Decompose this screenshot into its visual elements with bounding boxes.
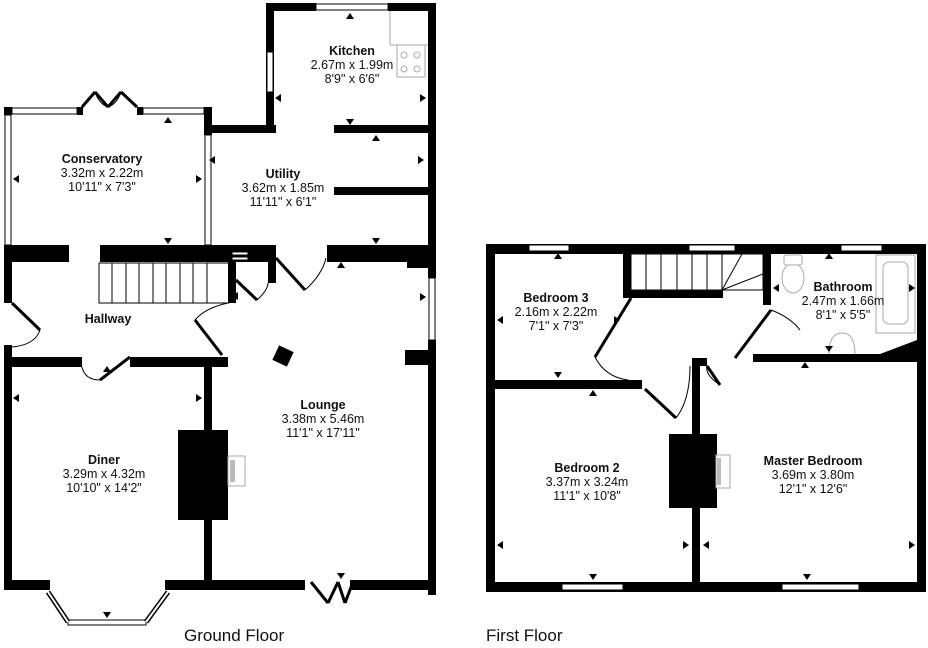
room-label-bathroom: Bathroom 2.47m x 1.66m 8'1" x 5'5"	[801, 280, 885, 322]
window	[528, 244, 570, 252]
room-label-conservatory: Conservatory 3.32m x 2.22m 10'11" x 7'3"	[60, 152, 144, 194]
window	[204, 134, 212, 246]
wall	[327, 245, 436, 262]
wall	[486, 244, 495, 590]
window	[67, 619, 147, 626]
wall	[4, 580, 50, 590]
window	[142, 107, 205, 115]
chimney-breast	[178, 430, 228, 520]
wall	[266, 3, 316, 11]
wall	[100, 245, 230, 262]
wall	[334, 125, 434, 133]
window	[11, 107, 78, 115]
wall	[77, 107, 83, 115]
room-label-bedroom-2: Bedroom 2 3.37m x 3.24m 11'1" x 10'8"	[545, 461, 629, 503]
room-label-utility: Utility 3.62m x 1.85m 11'11" x 6'1"	[241, 167, 325, 209]
wall	[388, 3, 436, 11]
room-label-kitchen: Kitchen 2.67m x 1.99m 8'9" x 6'6"	[310, 44, 394, 86]
wall	[204, 107, 212, 135]
room-label-bedroom-3: Bedroom 3 2.16m x 2.22m 7'1" x 7'3"	[514, 291, 598, 333]
window	[840, 244, 883, 252]
room-label-lounge: Lounge 3.38m x 5.46m 11'1" x 17'11"	[281, 398, 365, 440]
window	[428, 277, 436, 341]
wall	[428, 340, 436, 595]
wall	[350, 580, 436, 590]
window	[4, 114, 12, 246]
wall	[623, 290, 723, 298]
wall	[334, 187, 434, 195]
window	[561, 583, 624, 591]
wall	[763, 250, 771, 305]
lounge-post	[272, 345, 294, 367]
room-label-master-bedroom: Master Bedroom 3.69m x 3.80m 12'1" x 12'…	[763, 454, 863, 496]
wall	[623, 250, 631, 298]
wall	[4, 258, 12, 303]
measurement-arrows	[13, 13, 915, 618]
wall	[206, 125, 276, 133]
room-label-diner: Diner 3.29m x 4.32m 10'10" x 14'2"	[62, 453, 146, 495]
wall	[4, 107, 12, 115]
wall	[137, 107, 143, 115]
window	[315, 3, 389, 11]
window	[688, 244, 736, 252]
wall	[4, 345, 12, 580]
wall	[428, 258, 436, 278]
chimney-breast	[669, 434, 717, 508]
wall	[130, 357, 228, 367]
floor-title-first: First Floor	[486, 626, 563, 645]
wall	[165, 580, 305, 590]
wall	[625, 380, 642, 389]
wall	[486, 582, 926, 592]
room-label-hallway: Hallway	[84, 312, 132, 326]
wall	[268, 258, 276, 283]
window	[266, 51, 274, 93]
staircase-first	[630, 253, 764, 291]
wall	[407, 258, 436, 268]
wall	[228, 258, 236, 303]
wall	[917, 244, 926, 590]
fixtures	[227, 11, 916, 489]
wall	[486, 380, 631, 389]
wall	[4, 245, 69, 262]
floor-title-ground: Ground Floor	[184, 626, 285, 645]
wall	[4, 357, 82, 367]
staircase-ground	[98, 262, 230, 304]
wall	[405, 350, 435, 365]
window	[781, 583, 860, 591]
wall	[692, 358, 707, 366]
wall	[753, 354, 925, 362]
